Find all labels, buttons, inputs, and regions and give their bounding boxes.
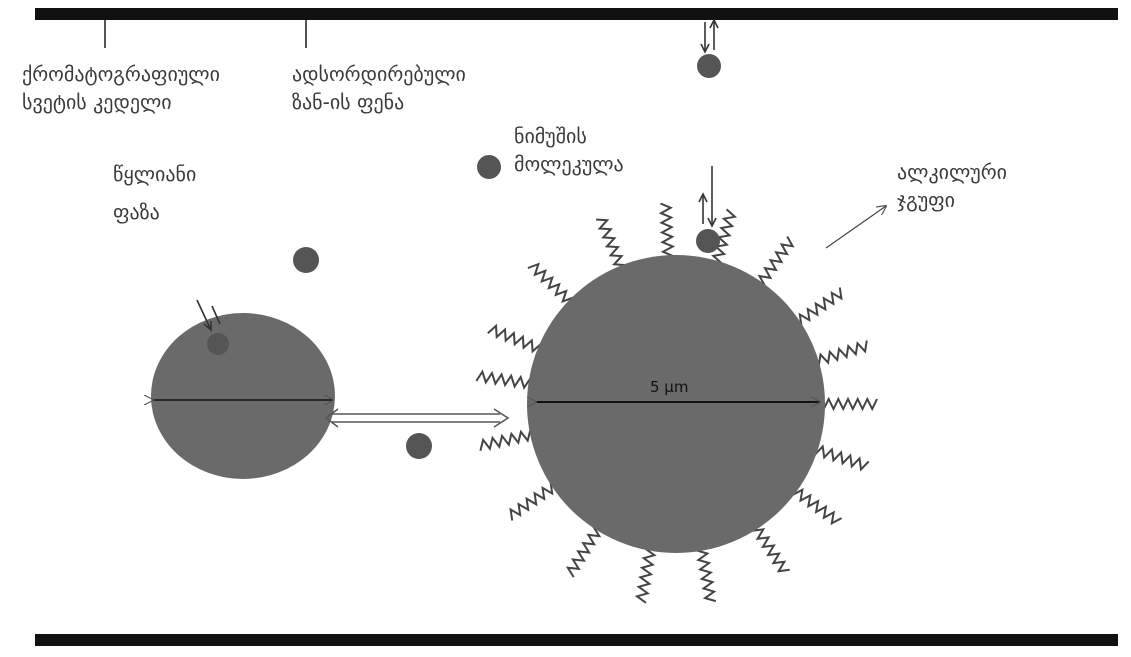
alkyl-chain — [750, 520, 790, 573]
sample-molecule-left — [293, 247, 319, 273]
alkyl-chain — [487, 323, 543, 356]
adsorbed-layer-label-line2: ზან-ის ფენა — [292, 90, 405, 114]
alkyl-chain — [818, 396, 878, 412]
sample-molecule-adsorbing — [696, 229, 720, 253]
alkyl-chain — [753, 236, 795, 288]
alkyl-chain — [812, 443, 870, 472]
aqueous-phase-label-line2: ფაზა — [113, 200, 160, 224]
exchange-arrows-top — [700, 18, 719, 54]
zoom-arrow-head — [493, 408, 510, 428]
alkyl-group-label-line2: ჯგუფი — [897, 188, 956, 212]
sample-molecule-label-line1: ნიმუშის — [514, 124, 587, 148]
small-particle — [151, 313, 335, 479]
alkyl-chain — [694, 543, 717, 603]
zoom-arrow-tail — [324, 408, 339, 428]
exchange-arrows-middle — [698, 166, 717, 228]
alkyl-group-label-line1: ალკილური — [897, 160, 1008, 184]
alkyl-group-pointer — [825, 206, 886, 249]
particle-size-label: 5 μm — [650, 378, 689, 396]
alkyl-chain — [634, 544, 657, 604]
alkyl-chain — [596, 218, 628, 274]
aqueous-phase-label-line1: წყლიანი — [113, 162, 197, 186]
alkyl-chain — [479, 427, 538, 451]
sample-molecule-on-particle — [207, 333, 229, 355]
sample-molecule-label-line2: მოლეკულა — [514, 152, 624, 176]
alkyl-chains — [475, 202, 878, 604]
alkyl-chain — [791, 287, 843, 328]
alkyl-chain — [791, 483, 843, 526]
exchange-arrows-small — [196, 299, 221, 332]
alkyl-chain — [475, 369, 535, 390]
alkyl-chain — [565, 525, 605, 578]
column-wall-label-line2: სვეტის კედელი — [22, 90, 172, 114]
sample-molecule-top — [697, 54, 721, 78]
large-silica-particle — [527, 255, 825, 553]
alkyl-chain — [509, 480, 561, 521]
column-wall-label-line1: ქრომატოგრაფიული — [22, 62, 220, 86]
sample-molecule-lower — [406, 433, 432, 459]
column-wall-top — [35, 8, 1118, 20]
sample-molecule-middle — [477, 155, 501, 179]
adsorbed-layer-label-line1: ადსორდირებული — [292, 62, 466, 86]
column-wall-bottom — [35, 634, 1118, 646]
alkyl-chain — [658, 202, 676, 263]
alkyl-chain — [810, 340, 868, 368]
alkyl-chain — [527, 262, 575, 309]
